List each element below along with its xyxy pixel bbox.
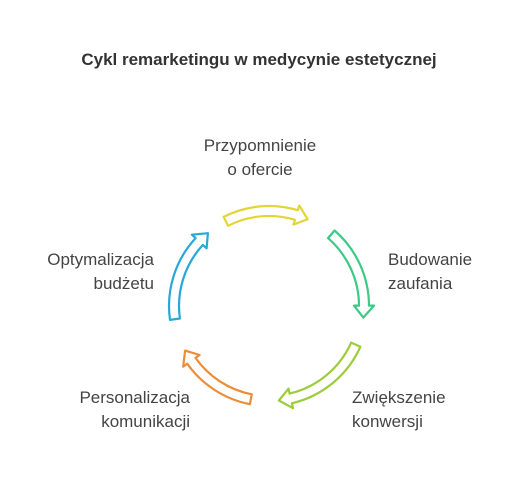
stage-label-line2: zaufania	[388, 274, 453, 293]
stage-label-line1: Personalizacja	[79, 388, 190, 407]
stage-label-line2: o ofercie	[227, 160, 293, 179]
stage-label-line2: komunikacji	[101, 412, 190, 431]
stage-label-zwiekszenie: Zwiększenie konwersji	[352, 386, 446, 434]
arrow-zwiekszenie	[277, 341, 362, 410]
stage-label-line1: Optymalizacja	[47, 250, 154, 269]
stage-label-przypomnienie: Przypomnienie o ofercie	[160, 134, 360, 182]
arrow-personalizacja	[182, 349, 253, 406]
stage-label-line1: Przypomnienie	[203, 136, 317, 155]
arrow-optymalizacja	[167, 232, 209, 321]
arrow-przypomnienie	[222, 204, 309, 227]
diagram-title: Cykl remarketingu w medycynie estetyczne…	[81, 50, 437, 69]
stage-label-line2: konwersji	[352, 412, 423, 431]
stage-label-line2: budżetu	[93, 274, 155, 293]
stage-label-personalizacja: Personalizacja komunikacji	[40, 386, 190, 434]
stage-label-budowanie: Budowanie zaufania	[388, 248, 472, 296]
arrow-budowanie	[326, 229, 376, 319]
stage-label-line1: Zwiększenie	[352, 388, 446, 407]
stage-label-line1: Budowanie	[388, 250, 473, 269]
stage-label-optymalizacja: Optymalizacja budżetu	[20, 248, 154, 296]
